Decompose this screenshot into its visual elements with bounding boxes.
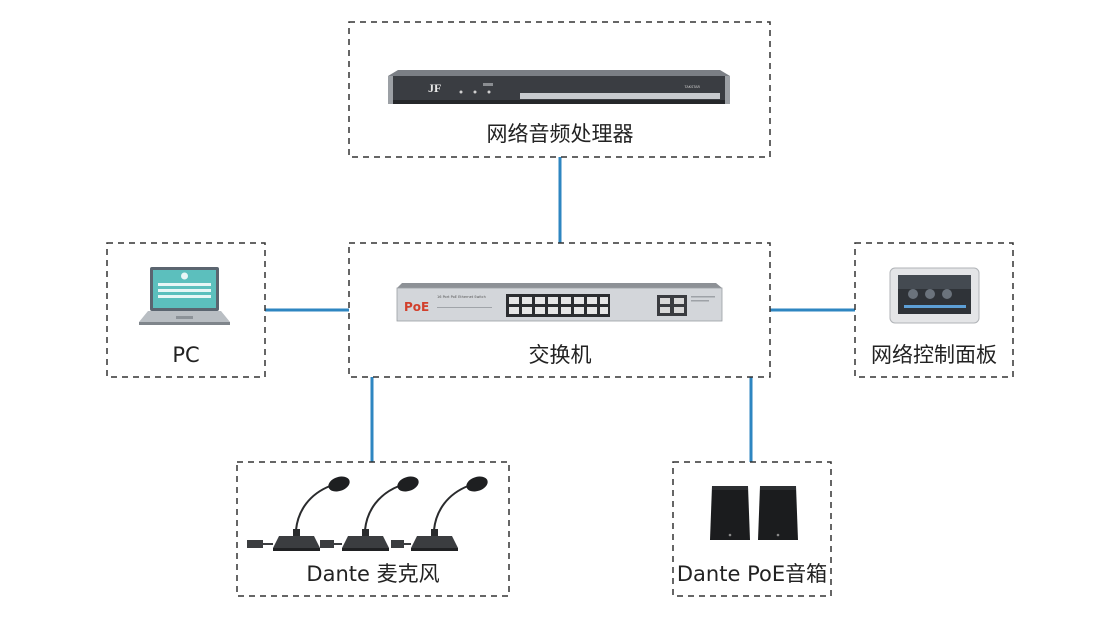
- microphone-icon: [247, 476, 350, 551]
- node-speakers[interactable]: Dante PoE音箱: [672, 461, 832, 597]
- mics-box: [236, 461, 510, 597]
- node-switch[interactable]: PoE 16 Port PoE Ethernet Switch 交换机: [348, 242, 771, 378]
- control-panel-box: [854, 242, 1014, 378]
- processor-device-icon: JF TAKSTAR: [388, 70, 730, 104]
- microphone-icons: [247, 476, 488, 551]
- node-mics[interactable]: Dante 麦克风: [236, 461, 510, 597]
- switch-label: 交换机: [529, 343, 592, 367]
- switch-device-icon: PoE 16 Port PoE Ethernet Switch: [396, 283, 723, 322]
- microphone-icon: [320, 476, 419, 551]
- processor-device-text: TAKSTAR: [684, 85, 701, 89]
- speakers-box: [672, 461, 832, 597]
- switch-box: [348, 242, 771, 378]
- mics-label: Dante 麦克风: [306, 562, 439, 586]
- connections: [265, 157, 855, 462]
- pc-box: [106, 242, 266, 378]
- laptop-icon: [139, 267, 230, 325]
- speaker-icons: [710, 486, 798, 540]
- speaker-icon: [710, 486, 750, 540]
- pc-label: PC: [172, 343, 199, 367]
- speaker-icon: [758, 486, 798, 540]
- control-panel-label: 网络控制面板: [871, 343, 997, 367]
- processor-box: [348, 21, 771, 158]
- processor-logo: JF: [428, 81, 441, 95]
- node-processor[interactable]: JF TAKSTAR 网络音频处理器: [348, 21, 771, 158]
- node-control-panel[interactable]: 网络控制面板: [854, 242, 1014, 378]
- touch-panel-icon: [889, 267, 980, 324]
- node-pc[interactable]: PC: [106, 242, 266, 378]
- switch-brand: PoE: [404, 300, 429, 314]
- microphone-icon: [391, 476, 488, 551]
- speakers-label: Dante PoE音箱: [677, 562, 827, 586]
- switch-device-text: 16 Port PoE Ethernet Switch: [437, 295, 486, 299]
- processor-label: 网络音频处理器: [487, 122, 634, 146]
